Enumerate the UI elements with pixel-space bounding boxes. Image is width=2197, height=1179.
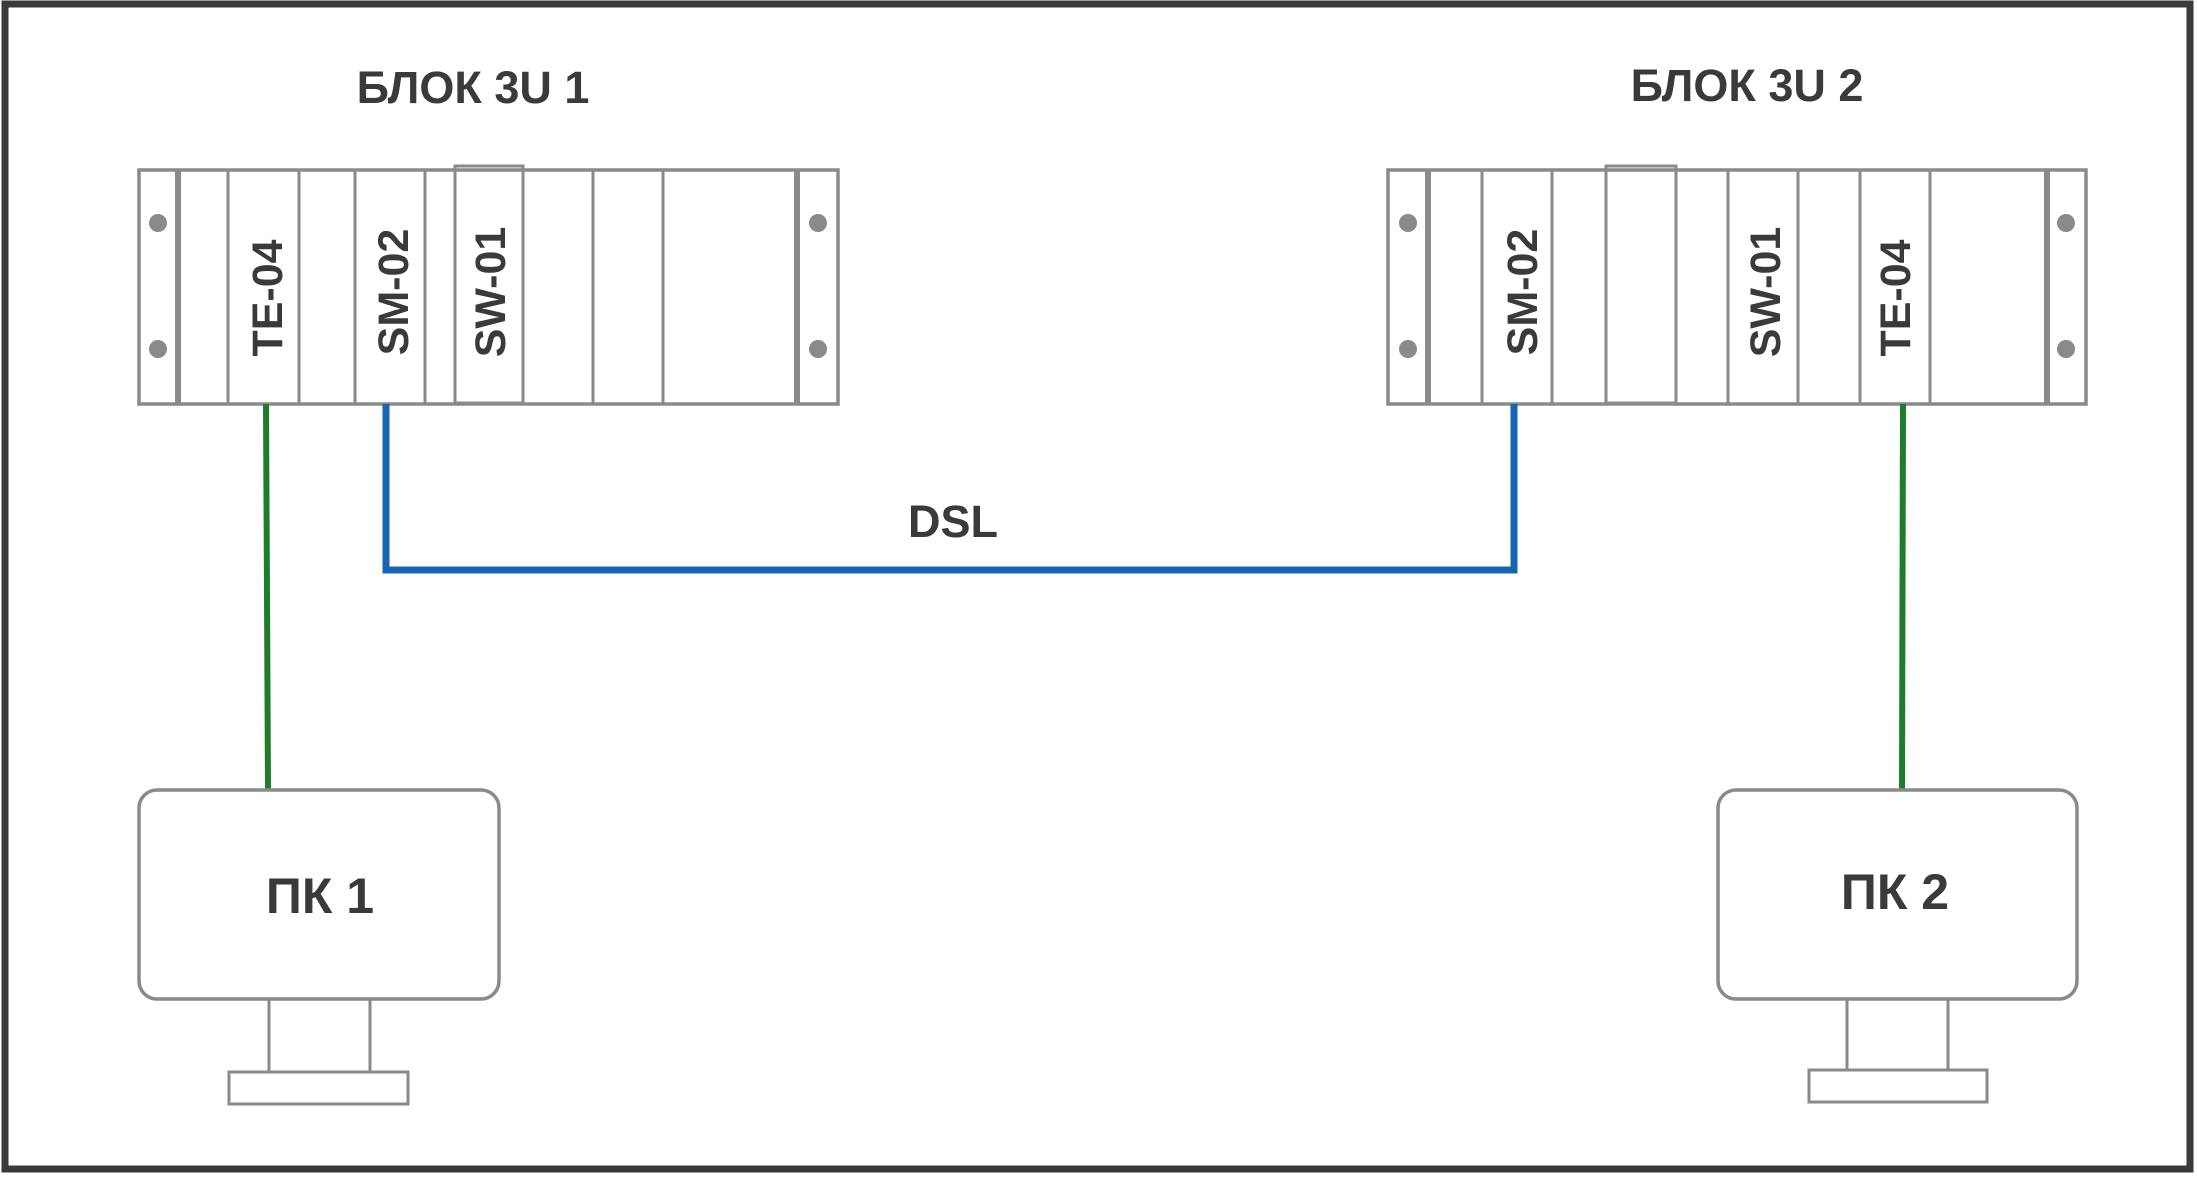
block-1-module-sm02: SM-02: [370, 229, 418, 356]
block-2-chassis: [1386, 168, 2088, 406]
pc2-base: [1807, 1068, 1989, 1104]
block-1-screw-hole: [809, 214, 827, 232]
dsl-link: [382, 404, 1518, 574]
block-2-title: БЛОК 3U 2: [1631, 60, 1864, 111]
block-2-module-te04: TE-04: [1872, 239, 1920, 356]
block-2-blank-panel: [1604, 164, 1678, 405]
block-2-screw-hole: [2057, 340, 2075, 358]
block-2-screw-hole: [1399, 214, 1417, 232]
pc1-link: [263, 403, 271, 791]
block-2-screw-hole: [2057, 214, 2075, 232]
block-1-module-te04: TE-04: [244, 239, 292, 356]
pc1-base: [227, 1070, 410, 1106]
computer-pc2: ПК 2: [1716, 788, 2079, 1104]
block-1-module-sw01-panel: [453, 164, 525, 405]
block-2-screw-hole: [1399, 340, 1417, 358]
pc1-label: ПК 1: [266, 868, 374, 924]
block-2-module-sw01: SW-01: [1742, 227, 1790, 358]
pc2-label: ПК 2: [1841, 864, 1949, 920]
block-3u-1: БЛОК 3U 1 TE-04 SM-02 SW-01: [137, 62, 840, 406]
block-1-screw-hole: [149, 340, 167, 358]
computer-pc1: ПК 1: [137, 788, 501, 1106]
block-1-screw-hole: [809, 340, 827, 358]
block-2-left-ear: [1425, 170, 1431, 404]
block-1-title: БЛОК 3U 1: [357, 62, 590, 113]
dsl-label: DSL: [908, 496, 998, 547]
block-1-left-ear: [175, 170, 181, 404]
block-2-right-ear: [2044, 170, 2050, 404]
block-1-module-sw01: SW-01: [467, 227, 515, 358]
block-2-module-sm02: SM-02: [1499, 229, 1547, 356]
block-1-right-ear: [794, 170, 800, 404]
pc2-link: [1899, 403, 1906, 791]
block-3u-2: БЛОК 3U 2 SM-02 SW-01 TE-04: [1386, 60, 2088, 406]
block-1-screw-hole: [149, 214, 167, 232]
